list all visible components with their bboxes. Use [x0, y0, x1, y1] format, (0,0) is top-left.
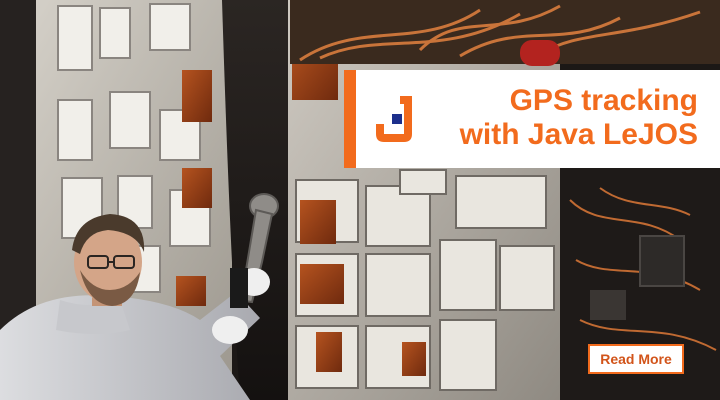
java-logo-icon [376, 96, 412, 142]
title-line-2: with Java LeJOS [459, 118, 698, 151]
title-line-1: GPS tracking [509, 84, 698, 117]
title-card: GPS tracking with Java LeJOS [344, 70, 720, 168]
accent-bar [344, 70, 356, 168]
read-more-button[interactable]: Read More [588, 344, 684, 374]
banner-title: GPS tracking with Java LeJOS [460, 84, 698, 152]
